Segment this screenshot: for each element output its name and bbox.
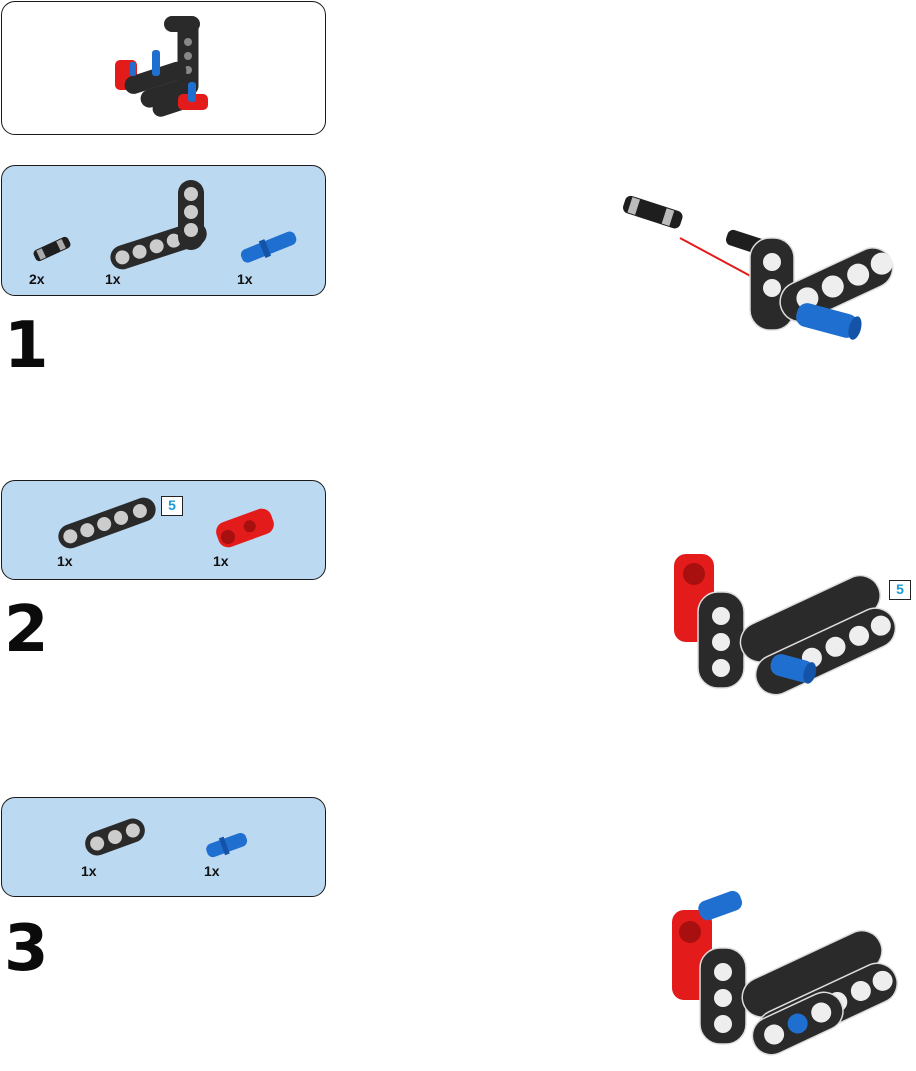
step-number: 2	[4, 593, 49, 667]
blue-axle-pin-icon	[240, 231, 297, 263]
step-2-assembly-image	[674, 554, 897, 696]
black-friction-pin-icon	[33, 236, 71, 262]
red-cross-block-icon	[216, 508, 274, 548]
blue-axle-pin-icon	[206, 832, 248, 858]
part-quantity: 1x	[57, 553, 73, 569]
step-2-parts-list: 5 1x 1x	[1, 480, 326, 580]
part-length-badge: 5	[161, 496, 183, 516]
step-3-assembly-image	[672, 890, 898, 1056]
part-quantity: 1x	[204, 863, 220, 879]
step-3-parts-list: 1x 1x	[1, 797, 326, 897]
part-quantity: 2x	[29, 271, 45, 287]
part-quantity: 1x	[237, 271, 253, 287]
black-l-beam-icon	[110, 180, 207, 270]
part-quantity: 1x	[213, 553, 229, 569]
black-beam-5-icon	[58, 497, 156, 549]
step-1-parts-list: 2x 1x 1x	[1, 165, 326, 296]
step-number: 3	[4, 912, 49, 986]
step-1-assembly-image	[623, 195, 894, 340]
part-quantity: 1x	[81, 863, 97, 879]
step-number: 1	[4, 309, 49, 383]
part-quantity: 1x	[105, 271, 121, 287]
model-preview-box	[1, 1, 326, 135]
black-beam-3-icon	[85, 818, 145, 856]
assembly-length-badge: 5	[889, 580, 911, 600]
model-preview-image	[115, 15, 208, 117]
